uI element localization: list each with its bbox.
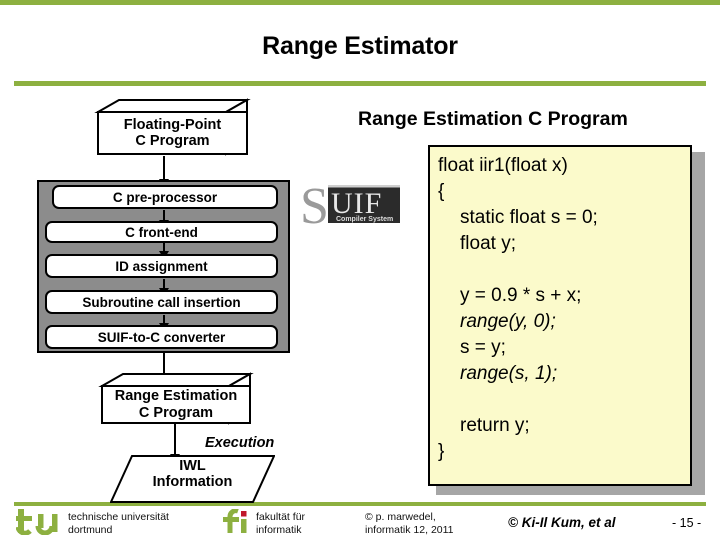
execution-label: Execution	[205, 435, 275, 451]
header-divider-rule	[14, 81, 706, 86]
code-line-6: range(y, 0);	[460, 311, 556, 332]
code-line-9	[438, 387, 690, 413]
arrow-step4-to-step5	[159, 315, 169, 331]
suif-logo-tagline: Compiler System	[336, 216, 393, 223]
flow-node-range-estimation-label-line2: C Program	[138, 404, 214, 421]
footer-copyright-line2: informatik 12, 2011	[365, 524, 454, 536]
flow-node-floating-point-label-line2: C Program	[135, 133, 210, 149]
code-panel: float iir1(float x) { static float s = 0; f…	[428, 145, 692, 486]
footer-divider-rule	[14, 502, 706, 506]
footer-copyright: © p. marwedel, informatik 12, 2011	[365, 511, 454, 537]
arrow-step1-to-step2	[159, 210, 169, 228]
flow-node-iwl-information: IWL Information	[110, 455, 275, 503]
footer-page-number: - 15 -	[672, 516, 702, 530]
arrow-toolchain-to-output	[159, 353, 169, 381]
arrow-output-to-iwl	[170, 424, 180, 462]
footer-faculty-line2: informatik	[256, 524, 302, 536]
code-line-4	[438, 257, 690, 283]
code-line-3: float y;	[460, 233, 516, 254]
footer-university-line1: technische universität	[68, 511, 169, 523]
flow-step-c-pre-processor[interactable]: C pre-processor	[52, 185, 278, 209]
flow-node-floating-point-label-group: Floating-Point C Program	[97, 111, 248, 155]
flow-step-subroutine-call-insertion[interactable]: Subroutine call insertion	[45, 290, 278, 314]
fakultaet-informatik-logo	[223, 509, 247, 533]
code-line-7: s = y;	[460, 337, 506, 358]
flow-node-floating-point-c-program: Floating-Point C Program	[94, 98, 251, 156]
flow-step-c-front-end[interactable]: C front-end	[45, 221, 278, 243]
flow-node-iwl-label-line2: Information	[152, 474, 233, 491]
flow-step-suif-to-c-converter-label: SUIF-to-C converter	[97, 329, 226, 345]
flow-step-id-assignment-label: ID assignment	[115, 258, 208, 274]
footer-copyright-line1: © p. marwedel,	[365, 511, 436, 523]
footer-faculty-text: fakultät für informatik	[256, 511, 305, 537]
flow-node-range-estimation-label-line1: Range Estimation	[114, 388, 238, 405]
flow-step-c-pre-processor-label: C pre-processor	[112, 189, 218, 205]
code-line-1: {	[438, 181, 445, 202]
suif-logo-rest: UIF	[331, 187, 382, 220]
suif-logo-bar-highlight	[328, 185, 400, 188]
flow-step-id-assignment[interactable]: ID assignment	[45, 254, 278, 278]
suif-logo-bar	[328, 187, 400, 223]
code-line-10: return y;	[460, 415, 530, 436]
flow-node-iwl-label-line1: IWL	[179, 458, 206, 474]
tu-dortmund-logo	[16, 509, 58, 535]
code-line-5: y = 0.9 * s + x;	[460, 285, 582, 306]
flow-step-subroutine-call-insertion-label: Subroutine call insertion	[82, 294, 241, 310]
code-line-8: range(s, 1);	[460, 363, 558, 384]
flow-node-range-estimation-c-program: Range Estimation C Program	[98, 372, 254, 425]
flow-node-range-estimation-label-group: Range Estimation C Program	[101, 385, 251, 424]
flow-node-floating-point-label-line1: Floating-Point	[123, 116, 222, 133]
suif-logo-initial: S	[300, 181, 329, 229]
footer-attribution: © Ki-Il Kum, et al	[508, 515, 616, 530]
flow-step-c-front-end-label: C front-end	[125, 224, 198, 240]
arrow-step2-to-step3	[159, 243, 169, 259]
arrow-input-to-toolchain	[159, 156, 169, 187]
footer-university-text: technische universität dortmund	[68, 511, 169, 537]
flow-step-suif-to-c-converter[interactable]: SUIF-to-C converter	[45, 325, 278, 349]
code-line-0: float iir1(float x)	[438, 155, 568, 176]
code-line-2: static float s = 0;	[460, 207, 598, 228]
code-panel-heading: Range Estimation C Program	[358, 108, 628, 130]
page-title: Range Estimator	[262, 32, 458, 60]
footer-university-line2: dortmund	[68, 524, 113, 536]
code-line-11: }	[438, 441, 445, 462]
flow-node-iwl-label-group: IWL Information	[110, 458, 275, 490]
top-accent-bar	[0, 0, 720, 5]
suif-logo: S UIF Compiler System	[300, 181, 400, 229]
footer-faculty-line1: fakultät für	[256, 511, 306, 523]
arrow-step3-to-step4	[159, 279, 169, 296]
parallelogram-shape	[110, 455, 275, 503]
